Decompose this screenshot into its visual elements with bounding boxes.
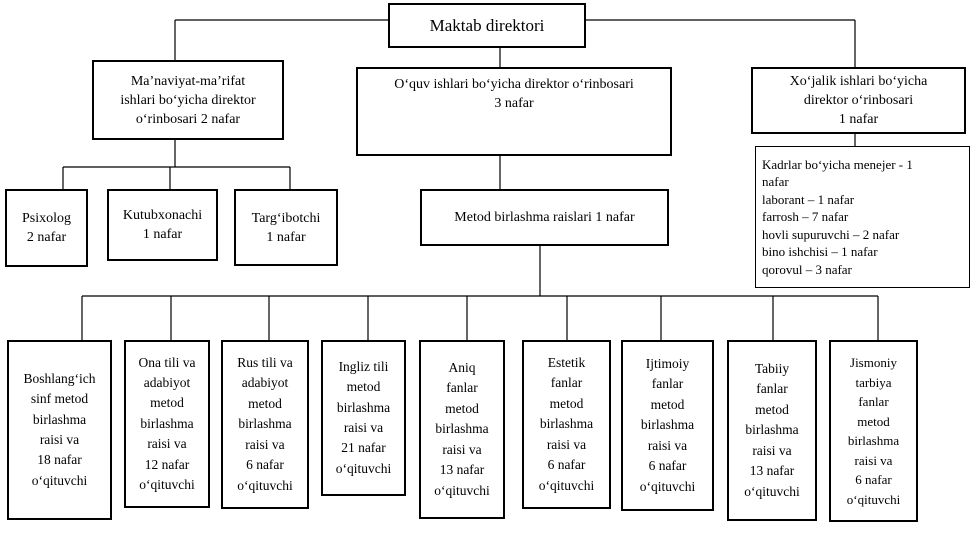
- method-unit-aesthetic-label: Estetik fanlar metod birlashma raisi va …: [538, 355, 595, 493]
- economic-staff-box: Kadrlar boʻyicha menejer - 1 nafar labor…: [755, 146, 970, 288]
- method-unit-exact-sciences: Aniq fanlar metod birlashma raisi va 13 …: [419, 340, 505, 519]
- method-unit-exact-sciences-label: Aniq fanlar metod birlashma raisi va 13 …: [434, 360, 490, 498]
- method-unit-physical-education: Jismoniy tarbiya fanlar metod birlashma …: [829, 340, 918, 522]
- academic-deputy-label: Oʻquv ishlari boʻyicha direktor oʻrinbos…: [394, 77, 634, 111]
- method-heads-box: Metod birlashma raislari 1 nafar: [420, 189, 669, 246]
- method-unit-social-sciences: Ijtimoiy fanlar metod birlashma raisi va…: [621, 340, 714, 511]
- school-director-label: Maktab direktori: [429, 16, 545, 35]
- method-unit-social-sciences-label: Ijtimoiy fanlar metod birlashma raisi va…: [639, 356, 696, 494]
- academic-deputy-box: Oʻquv ishlari boʻyicha direktor oʻrinbos…: [356, 67, 672, 156]
- method-unit-english-language-label: Ingliz tili metod birlashma raisi va 21 …: [335, 358, 392, 476]
- economic-deputy-box: Xoʻjalik ishlari boʻyicha direktor oʻrin…: [751, 67, 966, 134]
- method-unit-russian-language-label: Rus tili va adabiyot metod birlashma rai…: [237, 355, 293, 493]
- propagandist-label: Targʻibotchi 1 nafar: [251, 210, 321, 245]
- economic-deputy-label: Xoʻjalik ishlari boʻyicha direktor oʻrin…: [789, 74, 928, 127]
- method-unit-russian-language: Rus tili va adabiyot metod birlashma rai…: [221, 340, 309, 509]
- propagandist-box: Targʻibotchi 1 nafar: [234, 189, 338, 266]
- spiritual-deputy-box: Maʼnaviyat-maʼrifat ishlari boʻyicha dir…: [92, 60, 284, 140]
- method-unit-primary: Boshlangʻich sinf metod birlashma raisi …: [7, 340, 112, 520]
- method-heads-label: Metod birlashma raislari 1 nafar: [454, 210, 635, 225]
- spiritual-deputy-label: Maʼnaviyat-maʼrifat ishlari boʻyicha dir…: [120, 73, 256, 127]
- method-unit-natural-sciences: Tabiiy fanlar metod birlashma raisi va 1…: [727, 340, 817, 521]
- method-unit-english-language: Ingliz tili metod birlashma raisi va 21 …: [321, 340, 406, 496]
- librarian-box: Kutubxonachi 1 nafar: [107, 189, 218, 261]
- connector-spiritual-bus: [62, 140, 291, 189]
- method-unit-native-language: Ona tili va adabiyot metod birlashma rai…: [124, 340, 210, 508]
- psychologist-box: Psixolog 2 nafar: [5, 189, 88, 267]
- method-unit-natural-sciences-label: Tabiiy fanlar metod birlashma raisi va 1…: [744, 361, 800, 499]
- connector-method-drops: [81, 296, 879, 340]
- psychologist-label: Psixolog 2 nafar: [21, 211, 71, 245]
- method-unit-aesthetic: Estetik fanlar metod birlashma raisi va …: [522, 340, 611, 509]
- school-director-box: Maktab direktori: [388, 3, 586, 48]
- librarian-label: Kutubxonachi 1 nafar: [122, 208, 203, 242]
- connector-method-bus: [82, 246, 878, 297]
- method-unit-physical-education-label: Jismoniy tarbiya fanlar metod birlashma …: [846, 355, 901, 507]
- method-unit-native-language-label: Ona tili va adabiyot metod birlashma rai…: [138, 354, 196, 493]
- method-unit-primary-label: Boshlangʻich sinf metod birlashma raisi …: [23, 370, 96, 488]
- economic-staff-list: Kadrlar boʻyicha menejer - 1 nafar labor…: [762, 156, 913, 277]
